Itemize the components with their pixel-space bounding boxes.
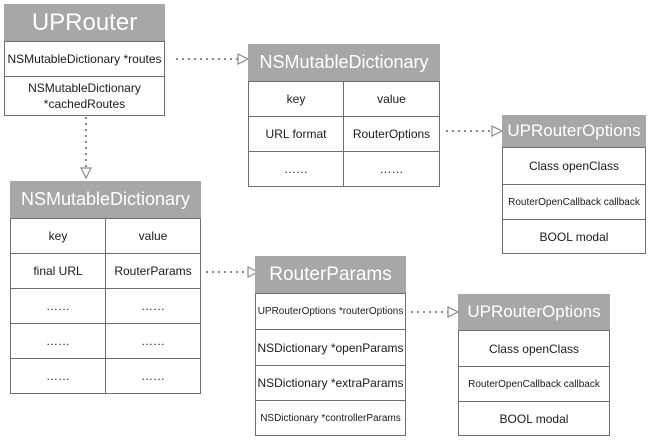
routes-dict-value-header: value bbox=[343, 81, 440, 117]
cached-dict-value-header: value bbox=[105, 218, 201, 254]
router-params-field: NSDictionary *extraParams bbox=[255, 365, 406, 401]
cached-dict-row-key: …… bbox=[10, 323, 106, 359]
cached-dict-row-value: …… bbox=[105, 323, 201, 359]
router-params-field: NSDictionary *openParams bbox=[255, 329, 406, 366]
uprouter-routes-field: NSMutableDictionary *routes bbox=[4, 41, 165, 77]
routes-dict-row-key: URL format bbox=[248, 116, 344, 152]
options-top-title: UPRouterOptions bbox=[502, 115, 646, 147]
options-bottom-field: RouterOpenCallback callback bbox=[458, 366, 610, 402]
router-params-field: UPRouterOptions *routerOptions bbox=[255, 293, 406, 330]
options-top-field: RouterOpenCallback callback bbox=[502, 184, 646, 220]
routes-dict-row-key: …… bbox=[248, 151, 344, 187]
options-bottom-title: UPRouterOptions bbox=[458, 294, 610, 330]
options-top-field: Class openClass bbox=[502, 147, 646, 185]
cached-dict-key-header: key bbox=[10, 218, 106, 254]
cached-dict-row-key: …… bbox=[10, 358, 106, 394]
arrowhead-options-top bbox=[491, 125, 504, 137]
cached-dict-row-value: RouterParams bbox=[105, 253, 201, 289]
cached-dict-row-value: …… bbox=[105, 358, 201, 394]
cached-dict-row-key: …… bbox=[10, 288, 106, 324]
routes-dict-row-value: RouterOptions bbox=[343, 116, 440, 152]
arrowhead-cached-dict bbox=[80, 167, 92, 180]
options-bottom-field: BOOL modal bbox=[458, 401, 610, 436]
options-top-field: BOOL modal bbox=[502, 219, 646, 254]
arrowhead-options-bottom bbox=[447, 306, 460, 318]
cached-dict-row-key: final URL bbox=[10, 253, 106, 289]
router-params-field: NSDictionary *controllerParams bbox=[255, 400, 406, 436]
arrowhead-routerparams bbox=[247, 266, 260, 278]
router-params-title: RouterParams bbox=[255, 256, 406, 293]
routes-dict-title: NSMutableDictionary bbox=[248, 44, 440, 81]
uprouter-title: UPRouter bbox=[4, 4, 165, 41]
arrowhead-routes-dict bbox=[237, 53, 250, 65]
routes-dict-row-value: …… bbox=[343, 151, 440, 187]
cached-dict-title: NSMutableDictionary bbox=[10, 181, 201, 218]
cached-dict-row-value: …… bbox=[105, 288, 201, 324]
routes-dict-key-header: key bbox=[248, 81, 344, 117]
uprouter-cached-routes-field: NSMutableDictionary *cachedRoutes bbox=[4, 76, 165, 116]
options-bottom-field: Class openClass bbox=[458, 330, 610, 367]
